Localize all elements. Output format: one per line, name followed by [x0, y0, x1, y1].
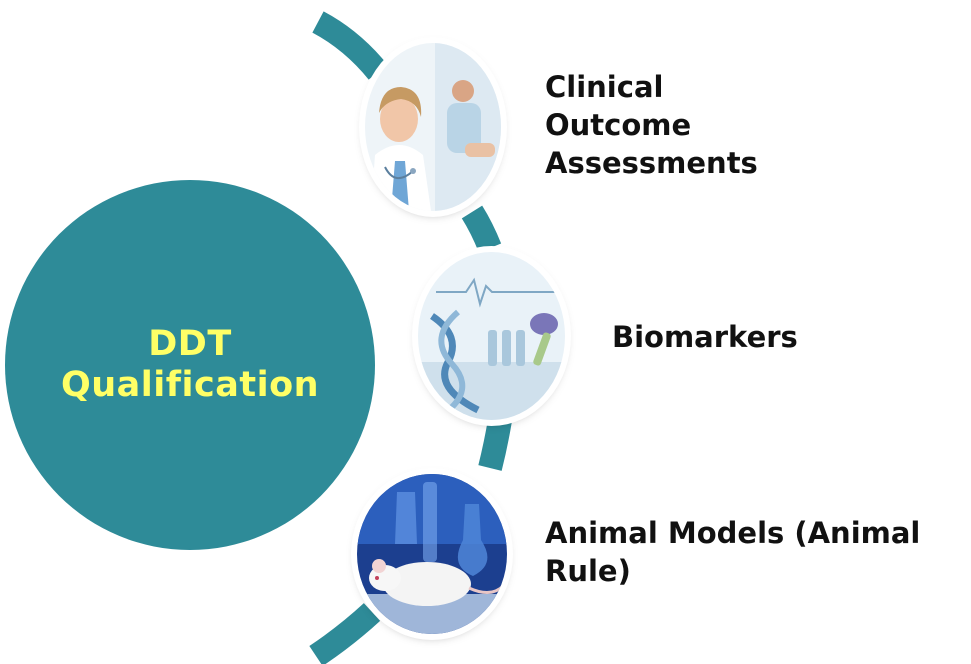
biomarkers-photo — [418, 252, 565, 420]
arc-segment-top — [312, 11, 388, 80]
label-1-line-2: Outcome — [545, 108, 692, 142]
animal-models-label: Animal Models (Animal Rule) — [545, 514, 920, 590]
label-1-line-3: Assessments — [545, 146, 758, 180]
center-title-line-2: Qualification — [60, 365, 320, 405]
label-3-line-2: Rule) — [545, 554, 631, 588]
doctor-patient-photo-icon — [365, 43, 501, 211]
clinical-outcome-assessments-label: Clinical Outcome Assessments — [545, 68, 758, 182]
lab-mouse-photo-icon — [357, 474, 507, 634]
ddt-qualification-circle: DDT Qualification — [5, 180, 375, 550]
arc-segment-2 — [478, 418, 512, 471]
arc-segment-1 — [461, 205, 502, 253]
dna-lab-photo-icon — [418, 252, 565, 420]
clinical-photo — [365, 43, 501, 211]
label-1-line-1: Clinical — [545, 70, 664, 104]
center-title-line-1: DDT — [148, 324, 232, 364]
label-3-line-1: Animal Models (Animal — [545, 516, 921, 550]
biomarkers-label: Biomarkers — [612, 318, 798, 356]
label-2-line-1: Biomarkers — [612, 320, 798, 354]
arc-segment-bottom — [309, 603, 381, 664]
animal-models-photo — [357, 474, 507, 634]
